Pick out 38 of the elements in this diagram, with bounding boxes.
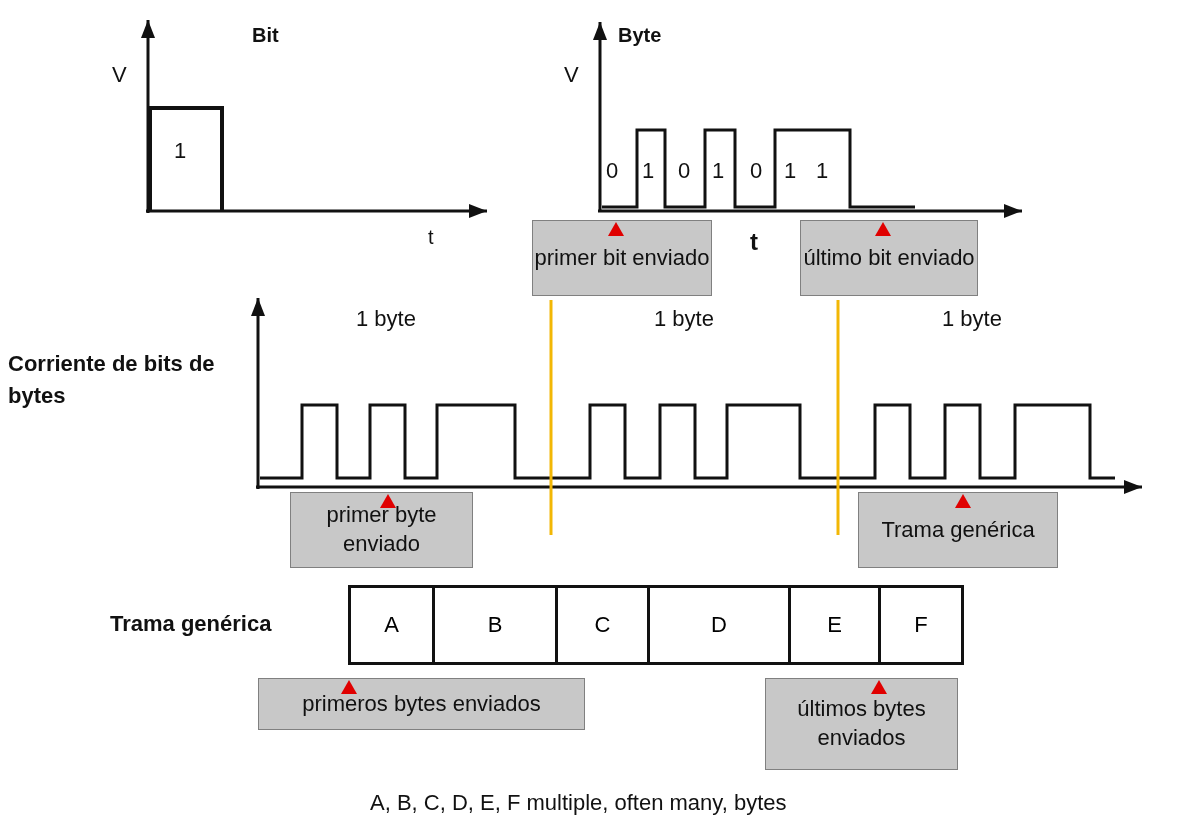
callout-box [290, 492, 473, 568]
axis-label: Bit [252, 24, 279, 47]
axis-label: V [564, 62, 579, 88]
axis-label: Byte [618, 24, 662, 47]
axis-label: Corriente de bits de bytes [8, 350, 216, 410]
callout-text: primer bit enviado [534, 243, 710, 272]
axis-label: 0 [750, 158, 763, 184]
frame-field: B [432, 585, 558, 665]
axis-label: t [750, 228, 758, 256]
axis-label: 1 [174, 138, 187, 164]
callout-text: último bit enviado [803, 243, 975, 272]
callout-box [765, 678, 958, 770]
axis-label: 1 [816, 158, 829, 184]
caption: A, B, C, D, E, F multiple, often many, bytes [370, 790, 787, 816]
callout-box [532, 220, 712, 296]
frame-field: E [788, 585, 881, 665]
axis-label: t [428, 226, 434, 249]
axis-label: 0 [678, 158, 691, 184]
frame-field: F [878, 585, 964, 665]
axis-label: 1 byte [942, 306, 1002, 332]
frame-field: C [555, 585, 650, 665]
axis-label: 0 [606, 158, 619, 184]
callout-text: Trama genérica [881, 515, 1035, 544]
callout-text: últimos bytes enviados [796, 695, 927, 752]
callout-box [258, 678, 585, 730]
callout-text: primeros bytes enviados [302, 689, 541, 718]
frame-field: A [348, 585, 435, 665]
axis-label: 1 [642, 158, 655, 184]
axis-label: V [112, 62, 127, 88]
axis-label: 1 [712, 158, 725, 184]
callout-text: primer byte enviado [325, 501, 438, 558]
axis-label: 1 [784, 158, 797, 184]
axis-label: 1 byte [356, 306, 416, 332]
frame-field: D [647, 585, 791, 665]
callout-box [858, 492, 1058, 568]
axis-label: 1 byte [654, 306, 714, 332]
callout-box [800, 220, 978, 296]
frame-heading: Trama genérica [110, 611, 272, 637]
